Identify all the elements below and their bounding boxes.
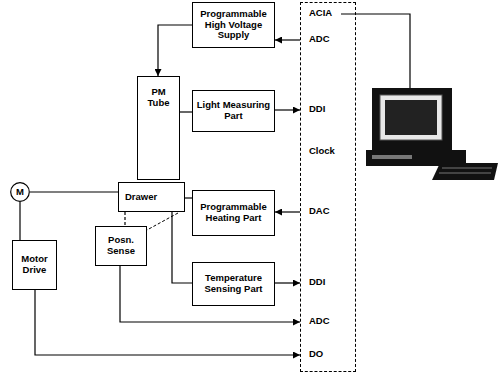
- keyboard-keys: [439, 173, 491, 174]
- driver-box: Motor Drive: [12, 240, 57, 290]
- node-label: Programmable High Voltage Supply: [196, 9, 271, 42]
- signal-name: ADC: [308, 316, 331, 327]
- connector: [275, 211, 300, 212]
- circle-shape: [11, 183, 30, 202]
- signal-name: ADC: [308, 34, 331, 45]
- signal-name: DDI: [308, 277, 326, 288]
- sensor-box: Temperature Sensing Part: [192, 262, 275, 306]
- signal-name: ACIA: [308, 8, 333, 19]
- node-label: Temperature Sensing Part: [196, 273, 271, 295]
- computer-icon: [366, 88, 498, 180]
- keyboard: [432, 163, 498, 180]
- node-label: Light Measuring Part: [196, 100, 271, 122]
- node-label: M: [16, 187, 24, 198]
- screen-area: [385, 100, 437, 135]
- motor-circle: M: [10, 182, 30, 202]
- interface-box: ACIA ADC DDI ClockDAC DDI ADC DO: [300, 2, 356, 372]
- signal-name: Clock: [308, 146, 336, 157]
- node-label: Motor Drive: [16, 254, 53, 276]
- connector: [19, 202, 20, 240]
- signal-name: DDI: [308, 104, 326, 115]
- node-label: Drawer: [125, 192, 157, 203]
- drive-slot: [372, 155, 412, 159]
- sense-dashed-line: [147, 213, 178, 230]
- keyboard-keys: [442, 168, 492, 169]
- serial-wire: [341, 14, 410, 88]
- connector: [185, 197, 192, 198]
- signal-name: DAC: [308, 206, 331, 217]
- node-label: Programmable Heating Part: [196, 202, 271, 224]
- tube-box: PM Tube: [137, 76, 180, 180]
- connector: [30, 191, 118, 192]
- connector: [275, 39, 300, 40]
- connector: [275, 109, 300, 110]
- node-label: PM Tube: [141, 87, 176, 109]
- node-label: Posn. Sense: [99, 235, 143, 257]
- monitor-screen: [380, 95, 442, 140]
- connector: [158, 25, 192, 76]
- measure-box: Light Measuring Part: [192, 90, 275, 132]
- connector: [180, 111, 192, 112]
- monitor-case: [372, 88, 452, 150]
- connector: [275, 282, 300, 283]
- drawer-box: Drawer: [118, 182, 185, 212]
- connector: [172, 212, 192, 283]
- signal-name: DO: [308, 349, 324, 360]
- sensor-box: Posn. Sense: [95, 226, 147, 266]
- supply-box: Programmable High Voltage Supply: [192, 2, 275, 48]
- heater-box: Programmable Heating Part: [192, 190, 275, 236]
- connector: [124, 212, 125, 226]
